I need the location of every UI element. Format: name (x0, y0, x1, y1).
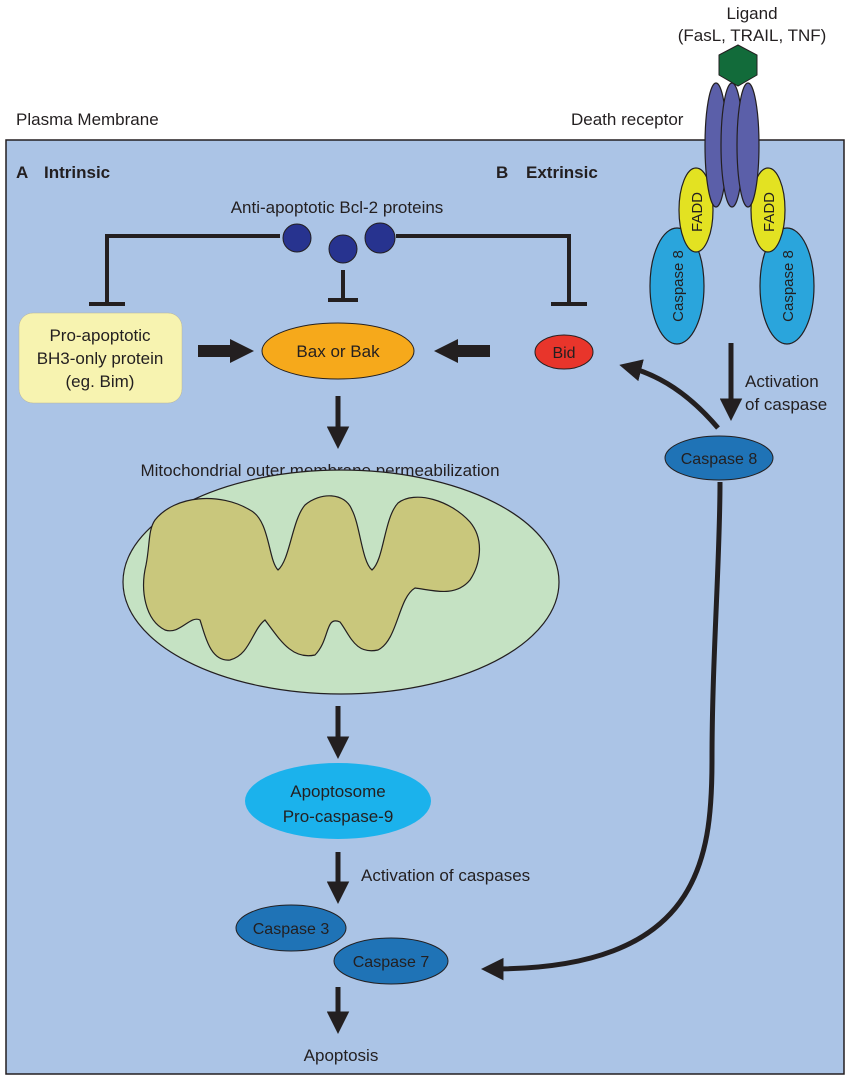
pro-apoptotic-line3: (eg. Bim) (66, 372, 135, 391)
ligand-hexagon (718, 44, 758, 87)
fadd-left-label: FADD (689, 192, 706, 232)
pro-apoptotic-box (18, 312, 183, 404)
section-a-letter: A (16, 163, 28, 182)
caspase8-label: Caspase 8 (681, 451, 758, 468)
caspase8-receptor-left (649, 227, 705, 345)
activation-caspase-line2: of caspase (745, 395, 827, 414)
pro-apoptotic-line1: Pro-apoptotic (49, 326, 151, 345)
fadd-right-label: FADD (761, 192, 778, 232)
death-receptor-label: Death receptor (571, 110, 684, 129)
bid-label: Bid (552, 345, 575, 362)
activation-caspases-label: Activation of caspases (361, 866, 530, 885)
arrow-bid-to-bax (434, 339, 490, 363)
fadd-right (750, 167, 786, 253)
caspase8-node (664, 435, 774, 481)
mitochondrion-inner (143, 495, 481, 661)
bcl2-protein-1 (282, 223, 312, 253)
caspase8-receptor-right (759, 227, 815, 345)
caspase3-node (235, 904, 347, 952)
fadd-left (678, 167, 714, 253)
bax-bak-label: Bax or Bak (296, 342, 380, 361)
plasma-membrane-label: Plasma Membrane (16, 110, 159, 129)
caspase3-label: Caspase 3 (253, 921, 330, 938)
caspase7-node (333, 937, 449, 985)
receptor-chain-3 (736, 82, 760, 208)
apoptosome-line2: Pro-caspase-9 (283, 807, 394, 826)
pathway-arrows (326, 343, 743, 1034)
apoptosis-label: Apoptosis (304, 1046, 379, 1065)
bcl2-protein-3 (364, 222, 396, 254)
apoptosome-line1: Apoptosome (290, 782, 385, 801)
activation-caspase-line1: Activation (745, 372, 819, 391)
section-a-title: Intrinsic (44, 163, 110, 182)
bax-bak-node (261, 322, 415, 380)
bcl2-protein-2 (328, 234, 358, 264)
section-b-title: Extrinsic (526, 163, 598, 182)
caspase8-receptor-right-label: Caspase 8 (780, 250, 797, 322)
ligand-label-line2: (FasL, TRAIL, TNF) (678, 26, 827, 45)
arrow-bh3-to-bax (198, 339, 254, 363)
anti-apoptotic-label: Anti-apoptotic Bcl-2 proteins (231, 198, 444, 217)
caspase8-receptor-left-label: Caspase 8 (670, 250, 687, 322)
caspase7-label: Caspase 7 (353, 954, 430, 971)
ligand-label-line1: Ligand (726, 4, 777, 23)
bid-node (534, 334, 594, 370)
section-b-letter: B (496, 163, 508, 182)
inhibition-lines (89, 234, 587, 306)
apoptosome-node (245, 763, 431, 839)
pro-apoptotic-line2: BH3-only protein (37, 349, 164, 368)
